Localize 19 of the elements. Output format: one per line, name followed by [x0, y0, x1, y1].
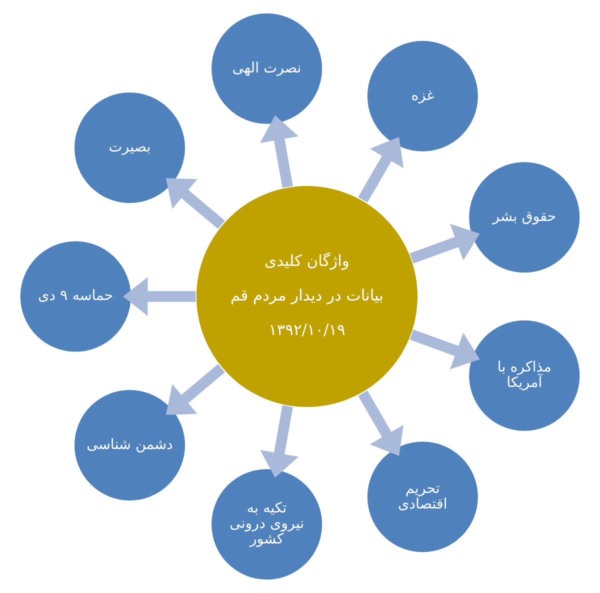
node-circle: تحریم اقتصادی [366, 440, 480, 554]
arrow [123, 277, 196, 316]
node-circle: واژگان کلیدی بیانات در دیدار مردم قم ۱۳۹۲/۱۰/۱۹ [195, 184, 419, 408]
arrow [166, 364, 225, 415]
arrow [260, 115, 298, 188]
arrow [260, 405, 298, 478]
node-circle: بصیرت [73, 91, 186, 204]
arrow [166, 178, 225, 229]
arrow [410, 330, 480, 370]
node-circle: نصرت الهی [210, 12, 324, 126]
node-circle: حقوق بشر [468, 160, 581, 274]
node-circle: مذاکره با آمریکا [468, 319, 581, 432]
node-circle: غزه [366, 40, 480, 153]
node-circle: تکیه به نیروی درونی کشور [210, 468, 324, 581]
node-circle: حماسه ۹ دی [19, 240, 132, 353]
arrow [358, 390, 404, 456]
arrow [358, 137, 404, 203]
node-circle: دشمن شناسی [73, 388, 186, 502]
arrow [410, 224, 480, 264]
